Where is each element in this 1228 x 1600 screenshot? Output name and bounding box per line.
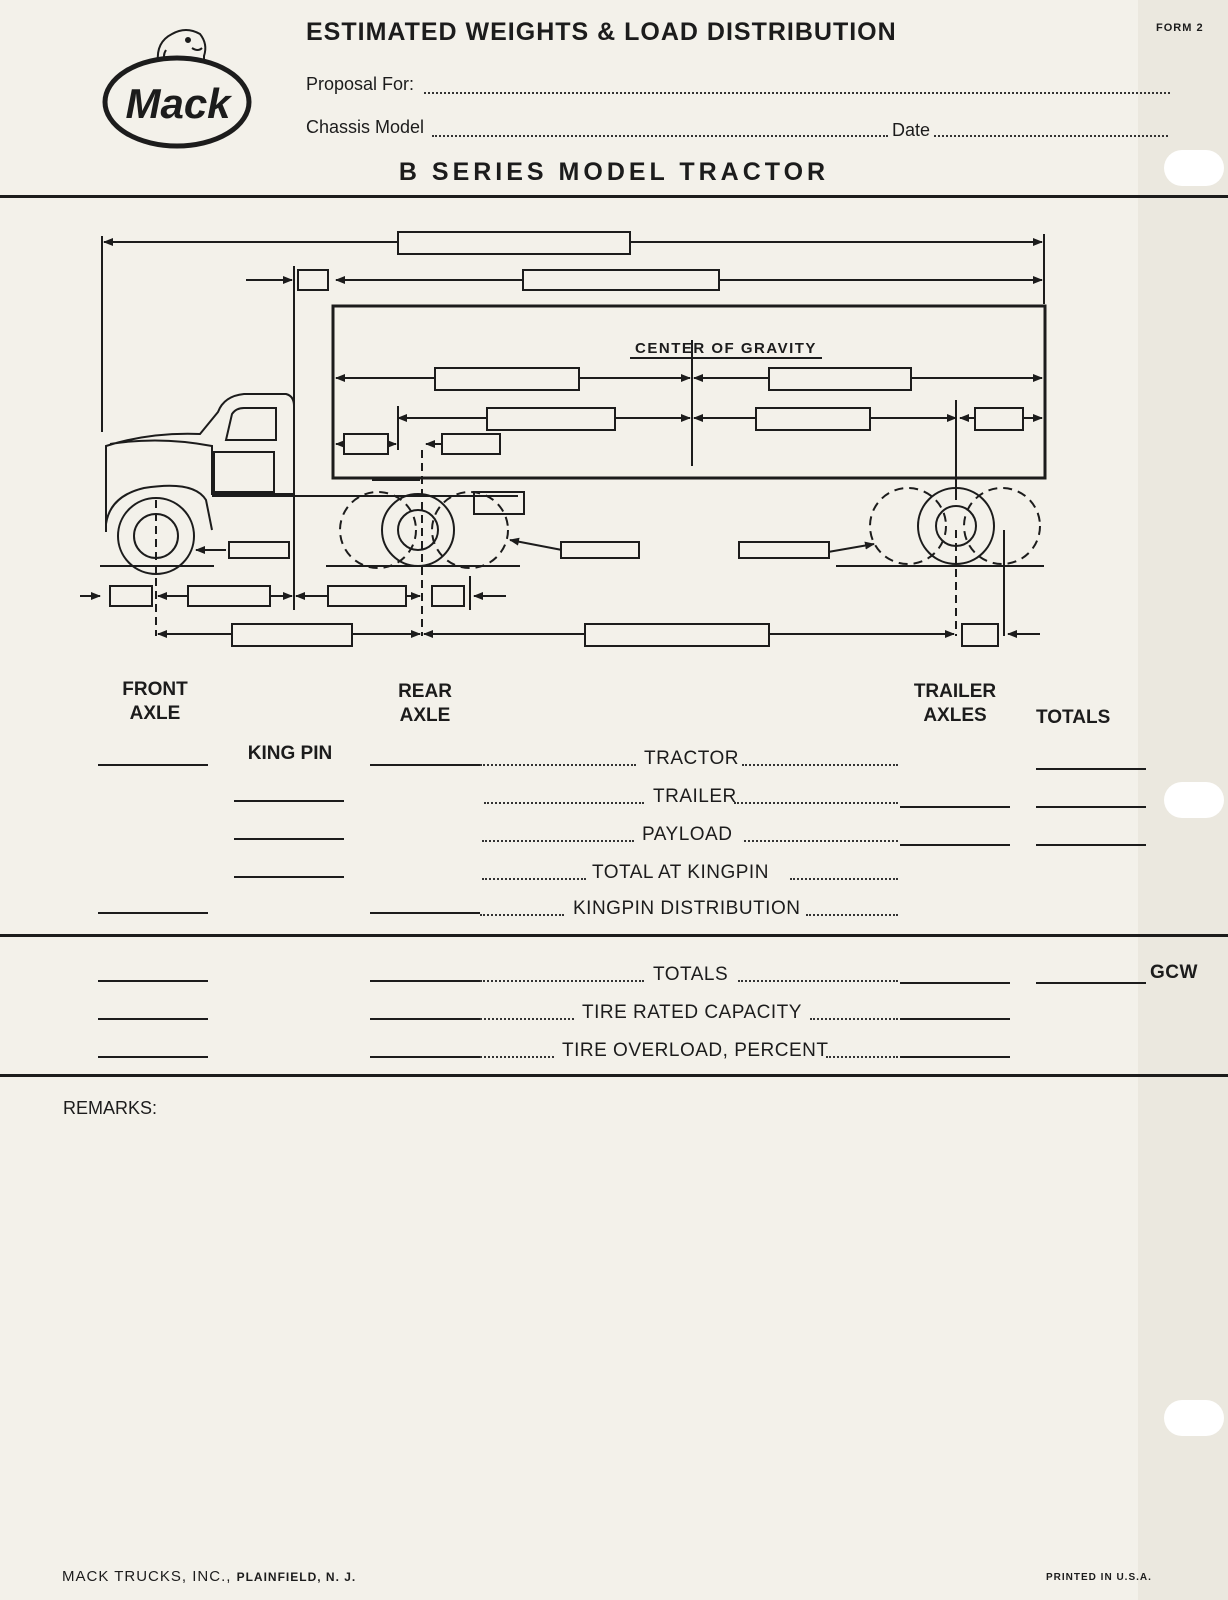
leader-dots [734, 802, 898, 804]
row-label-tire-overload-percent: TIRE OVERLOAD, PERCENT [562, 1040, 829, 1061]
totals-blank[interactable] [1036, 768, 1146, 770]
trailer-axles-blank[interactable] [900, 982, 1010, 984]
logo-text: Mack [125, 80, 233, 127]
front-axle-blank[interactable] [98, 764, 208, 766]
form-number: FORM 2 [1156, 22, 1204, 34]
leader-dots [738, 980, 898, 982]
mack-logo: Mack [102, 29, 252, 149]
leader-dots [482, 840, 634, 842]
king-pin-blank[interactable] [234, 838, 344, 840]
king-pin-blank[interactable] [234, 800, 344, 802]
front-axle-blank[interactable] [98, 980, 208, 982]
leader-dots [742, 764, 898, 766]
date-field[interactable] [934, 135, 1168, 137]
leader-dots [480, 914, 564, 916]
punch-hole [1164, 150, 1224, 186]
proposal-label: Proposal For: [306, 74, 415, 94]
footer-location: PLAINFIELD, N. J. [236, 1570, 357, 1584]
totals-blank[interactable] [1036, 806, 1146, 808]
leader-dots [480, 1056, 554, 1058]
row-label-trailer: TRAILER [653, 786, 737, 807]
leader-dots [790, 878, 898, 880]
row-label-payload: PAYLOAD [642, 824, 733, 845]
rear-axle-blank[interactable] [370, 912, 480, 914]
series-title: B SERIES MODEL TRACTOR [398, 158, 830, 186]
totals-blank[interactable] [1036, 844, 1146, 846]
front-axle-blank[interactable] [98, 912, 208, 914]
punch-hole [1164, 782, 1224, 818]
leader-dots [480, 1018, 574, 1020]
footer-company: MACK TRUCKS, INC., PLAINFIELD, N. J. [62, 1568, 356, 1585]
footer-company-name: MACK TRUCKS, INC., [62, 1568, 232, 1585]
row-label-totals: TOTALS [653, 964, 729, 985]
row-label-total-at-kingpin: TOTAL AT KINGPIN [592, 862, 769, 883]
chassis-model-label: Chassis Model [306, 117, 425, 137]
leader-dots [810, 1018, 898, 1020]
rear-axle-blank[interactable] [370, 764, 480, 766]
row-label-tire-rated-capacity: TIRE RATED CAPACITY [582, 1002, 802, 1023]
front-axle-blank[interactable] [98, 1018, 208, 1020]
rear-axle-blank[interactable] [370, 1056, 480, 1058]
row-label-tractor: TRACTOR [644, 748, 739, 769]
divider [0, 934, 1228, 937]
totals-blank[interactable] [1036, 982, 1146, 984]
chassis-model-field[interactable] [432, 135, 888, 137]
remarks-area[interactable] [60, 1126, 1130, 1546]
col-totals: TOTALS [1036, 707, 1111, 728]
remarks-label: REMARKS: [63, 1098, 158, 1118]
rear-axle-blank[interactable] [370, 980, 480, 982]
trailer-axles-blank[interactable] [900, 1056, 1010, 1058]
leader-dots [484, 802, 644, 804]
trailer-axles-blank[interactable] [900, 844, 1010, 846]
col-king-pin: KING PIN [247, 743, 333, 764]
tractor-trailer-diagram: CENTER OF GRAVITY [80, 231, 1047, 647]
row-label-kingpin-distribution: KINGPIN DISTRIBUTION [573, 898, 801, 919]
divider [0, 1074, 1228, 1077]
date-label: Date [892, 120, 931, 140]
rear-axle-blank[interactable] [370, 1018, 480, 1020]
king-pin-blank[interactable] [234, 876, 344, 878]
leader-dots [806, 914, 898, 916]
leader-dots [744, 840, 898, 842]
front-axle-blank[interactable] [98, 1056, 208, 1058]
trailer-axles-blank[interactable] [900, 1018, 1010, 1020]
form-title: ESTIMATED WEIGHTS & LOAD DISTRIBUTION [306, 18, 897, 46]
footer-printed: PRINTED IN U.S.A. [1046, 1572, 1152, 1583]
divider [0, 195, 1228, 198]
punch-hole [1164, 1400, 1224, 1436]
leader-dots [826, 1056, 898, 1058]
trailer-axles-blank[interactable] [900, 806, 1010, 808]
leader-dots [482, 878, 586, 880]
leader-dots [480, 764, 636, 766]
proposal-field[interactable] [424, 92, 1170, 94]
center-of-gravity-label: CENTER OF GRAVITY [635, 340, 817, 357]
leader-dots [480, 980, 644, 982]
gcw-label: GCW [1150, 962, 1198, 983]
